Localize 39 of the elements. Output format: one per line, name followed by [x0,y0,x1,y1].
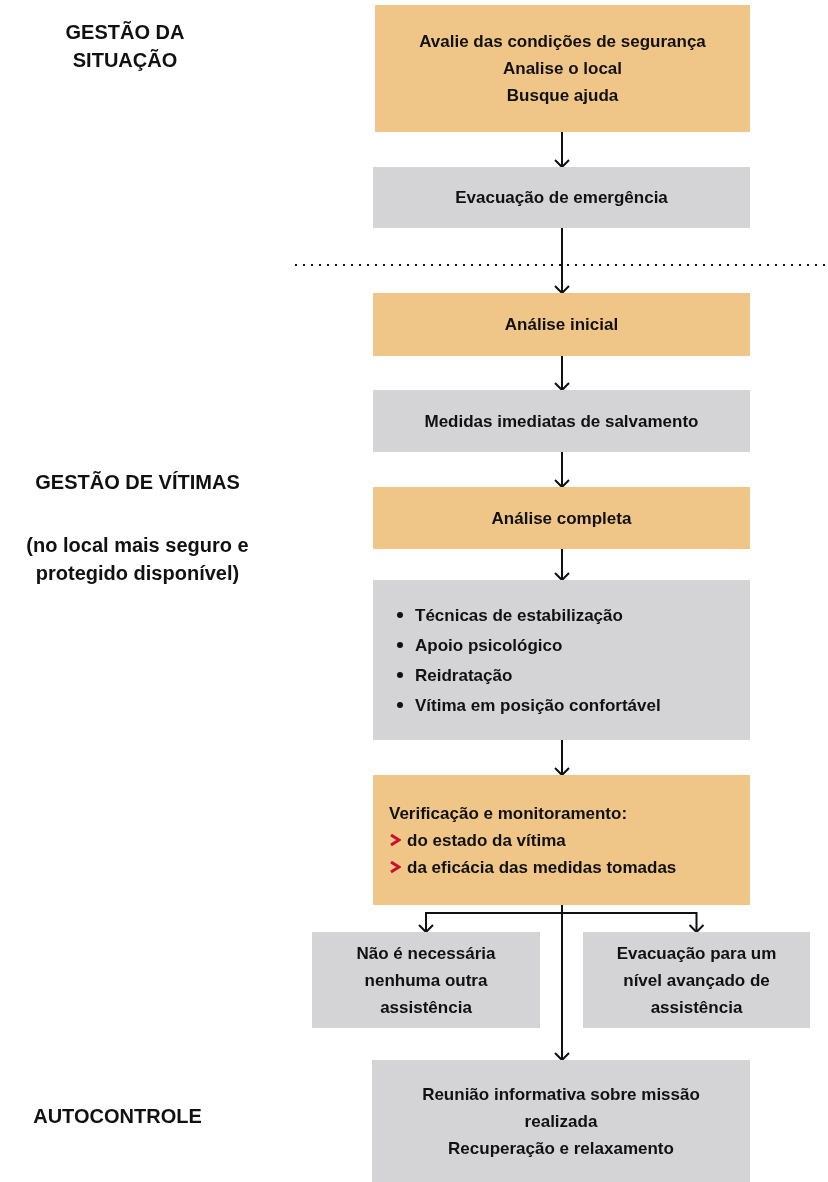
arrow [554,227,570,294]
section-label: GESTÃO DA SITUAÇÃO [64,20,186,73]
process-box [373,775,750,905]
arrow [554,451,570,488]
process-box [372,1060,750,1182]
process-box [375,5,750,132]
step-text: Avalie das condições de segurança [418,31,707,53]
section-label: AUTOCONTROLE [32,1104,203,1129]
list-item-text: Técnicas de estabilização [415,604,623,627]
process-box [373,167,750,228]
process-box [373,390,750,452]
step-text: Análise inicial [503,314,620,336]
step-text: Análise completa [490,507,633,530]
section-label: GESTÃO DE VÍTIMAS [34,470,241,495]
list-item-text: Reidratação [415,664,513,687]
list-item-text: Apoio psicológico [415,634,563,657]
step-text: Evacuação de emergência [454,187,669,209]
step-text: Verificação e monitoramento: [389,802,629,825]
step-text: Medidas imediatas de salvamento [423,410,700,433]
arrow [554,355,570,391]
list-item-text: Vítima em posição confortável [415,694,661,717]
process-box [583,932,810,1028]
list-item-text: da eficácia das medidas tomadas [407,856,677,879]
list-item-text: do estado da vítima [407,829,566,852]
step-text: Reunião informativa sobre missão realizada [421,1083,701,1133]
arrow [554,131,570,168]
process-box [373,487,750,549]
step-text: Recuperação e relaxamento [447,1137,675,1160]
arrow [554,739,570,776]
step-text: Busque ajuda [505,85,620,107]
arrow [554,904,570,1061]
step-text: Evacuação para um nível avançado de assistência [615,942,778,1019]
arrow [554,548,570,581]
process-box [312,932,540,1028]
process-box [373,580,750,740]
section-label: (no local mais seguro e protegido disponível) [25,533,250,586]
process-box [373,293,750,356]
step-text: Não é necessária nenhuma outra assistência [355,942,497,1019]
step-text: Analise o local [501,58,623,80]
